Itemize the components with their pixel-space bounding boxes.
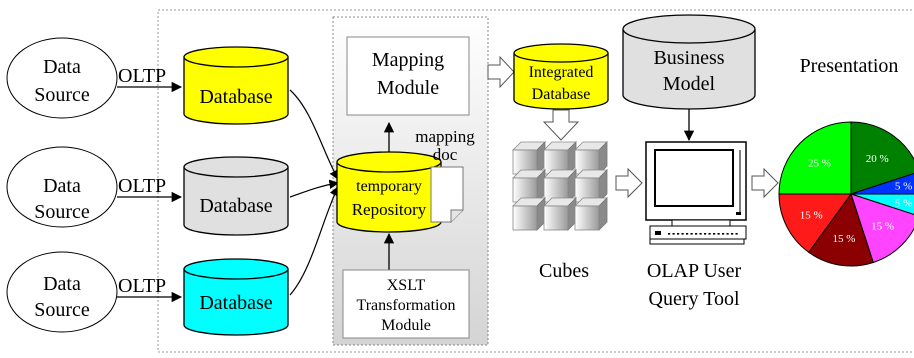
oltp-label-1: OLTP [118, 65, 166, 87]
svg-text:doc: doc [433, 145, 458, 164]
svg-text:Database: Database [199, 86, 272, 108]
block-arrow-to-cubes [542, 109, 580, 141]
oltp-label-2: OLTP [118, 175, 166, 197]
cubes-icon [512, 141, 608, 231]
pie-slice [778, 193, 852, 253]
cube [512, 169, 546, 203]
integrated-database: Integrated Database [513, 43, 609, 110]
olap-label-line1: OLAP User [647, 260, 742, 282]
svg-text:Module: Module [381, 317, 431, 334]
cube [543, 169, 577, 203]
mapping-module: Mapping Module [346, 36, 470, 116]
pie-slice [850, 121, 914, 195]
xslt-transformation-module: XSLT Transformation Module [342, 269, 470, 339]
pie-slice-label: 25 % [808, 157, 831, 169]
data-source-2: Data Source [6, 146, 118, 228]
svg-text:Business: Business [653, 47, 724, 69]
svg-text:Mapping: Mapping [372, 49, 444, 71]
cubes-label: Cubes [539, 260, 589, 282]
svg-text:XSLT: XSLT [387, 277, 426, 294]
pie-slice-label: 5 % [895, 181, 912, 193]
cube [574, 197, 608, 231]
cube [512, 197, 546, 231]
svg-text:temporary: temporary [356, 178, 422, 195]
computer-icon [645, 141, 747, 245]
data-source-1: Data Source [6, 37, 118, 119]
flow-arrow-db1-repo [289, 89, 339, 180]
flow-arrow-db3-repo [289, 186, 339, 296]
mapping-doc: mapping doc [415, 127, 475, 223]
pie-slice-label: 15 % [833, 233, 856, 245]
pie-slice-label: 5 % [895, 197, 912, 209]
pie-slice-label: 15 % [800, 209, 823, 221]
block-arrow-to-presentation [751, 167, 779, 199]
business-model: Business Model [622, 14, 756, 110]
cube [543, 141, 577, 175]
cube [512, 141, 546, 175]
cube [574, 169, 608, 203]
data-source-3: Data Source [6, 251, 118, 333]
source-database-3: Database [183, 258, 289, 336]
svg-text:Model: Model [663, 73, 716, 95]
svg-text:Database: Database [199, 195, 272, 217]
system-boundary [157, 9, 914, 353]
svg-text:Data: Data [43, 175, 81, 197]
svg-text:Source: Source [34, 84, 90, 106]
pie-slice [850, 173, 914, 195]
presentation-title: Presentation [800, 55, 899, 77]
source-database-2: Database [183, 156, 289, 236]
oltp-label-3: OLTP [118, 275, 166, 297]
pie-slice-label: 20 % [866, 153, 889, 165]
svg-text:Source: Source [34, 201, 90, 223]
cube [543, 197, 577, 231]
svg-text:Repository: Repository [352, 200, 427, 219]
block-arrow-to-olap [615, 167, 643, 199]
svg-text:Database: Database [199, 292, 272, 314]
svg-text:mapping: mapping [415, 127, 475, 146]
block-arrow-to-integrated-db [487, 55, 515, 89]
svg-text:Source: Source [34, 299, 90, 321]
flow-arrow-db2-repo [289, 179, 339, 198]
svg-text:Database: Database [532, 86, 591, 103]
svg-text:Integrated: Integrated [529, 64, 594, 81]
pie-slice [807, 192, 874, 267]
cube [574, 141, 608, 175]
temporary-repository: temporary Repository [336, 151, 442, 233]
olap-label-line2: Query Tool [649, 288, 740, 310]
pie-slice-label: 15 % [871, 221, 894, 233]
svg-text:Data: Data [43, 56, 81, 78]
pie-slice [778, 121, 852, 195]
pie-slice [850, 193, 914, 264]
svg-text:Data: Data [43, 273, 81, 295]
source-database-1: Database [183, 46, 289, 125]
svg-text:Transformation: Transformation [357, 297, 456, 314]
svg-text:Module: Module [377, 77, 439, 99]
presentation-pie-chart: 20 %5 %5 %15 %15 %15 %25 % [778, 121, 914, 267]
